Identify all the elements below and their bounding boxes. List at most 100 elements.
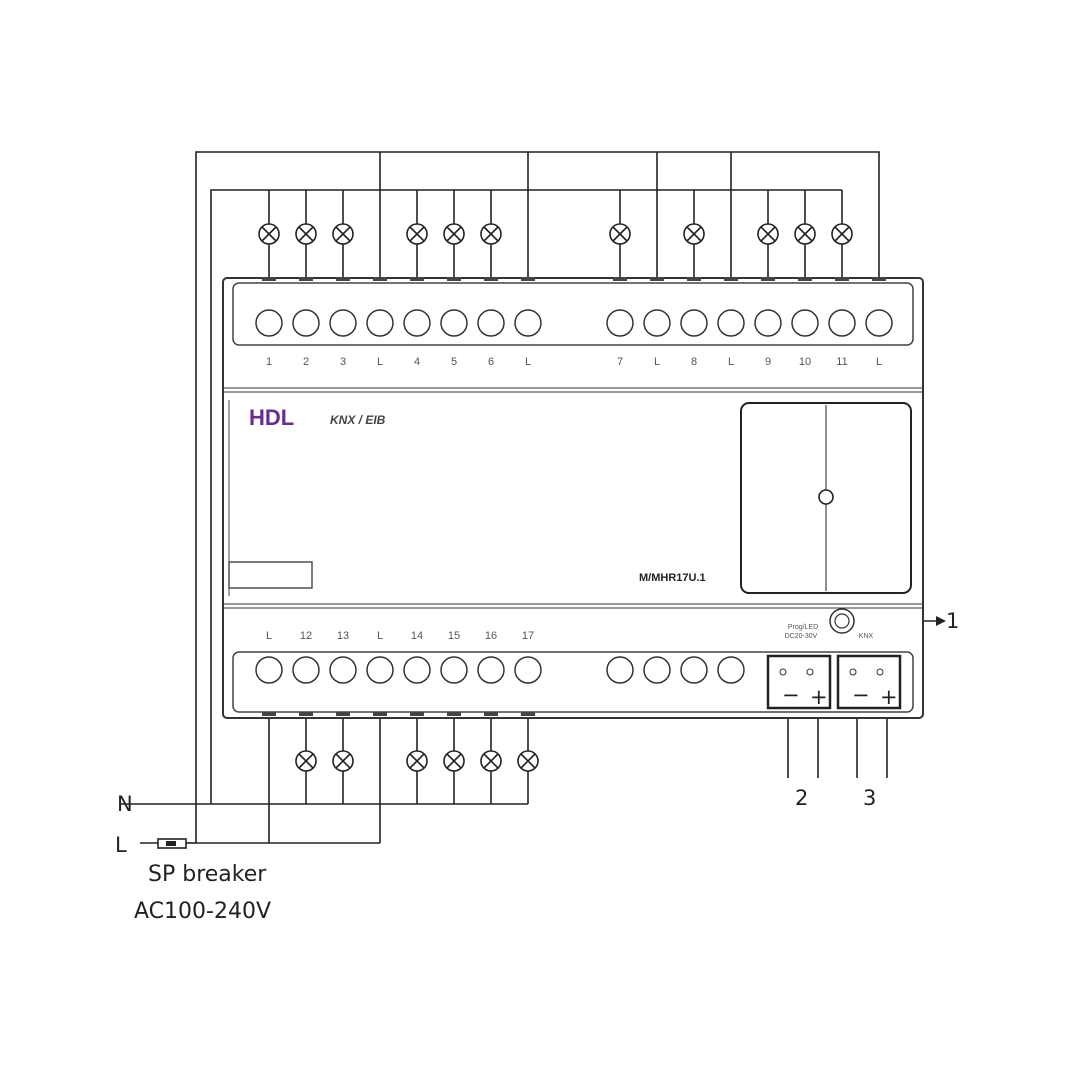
top-terminal-label: 9: [765, 356, 771, 368]
top-terminal-screw: [440, 309, 468, 337]
lamp-cross: [409, 753, 425, 769]
unused-terminal-screw: [643, 656, 671, 684]
top-terminal-slot: [613, 277, 627, 281]
top-terminal-slot: [650, 277, 664, 281]
bottom-terminal-label: L: [266, 630, 272, 642]
manual-switch-panel: [740, 402, 912, 594]
lamp-icon: [258, 223, 280, 245]
lamp-icon: [295, 750, 317, 772]
knx-connector-pin: [849, 668, 857, 676]
breaker-label: SP breaker: [148, 862, 267, 887]
top-terminal-screw: [791, 309, 819, 337]
top-terminal-slot: [687, 277, 701, 281]
knx-connector: [836, 654, 902, 710]
brand-logo: HDL: [249, 405, 294, 430]
bottom-terminal-slot: [447, 712, 461, 716]
power-voltage-label: DC20-30V: [785, 633, 818, 640]
knx-logo: KNX / EIB: [330, 413, 386, 427]
unused-terminal-screw: [680, 656, 708, 684]
lamp-cross: [612, 226, 628, 242]
switch-pivot: [818, 489, 834, 505]
lamp-cross: [760, 226, 776, 242]
top-terminal-label: L: [377, 356, 383, 368]
callout-knx-bus: 3: [863, 786, 876, 810]
top-terminal-label: 8: [691, 356, 697, 368]
top-terminal-screw: [754, 309, 782, 337]
top-terminal-slot: [336, 277, 350, 281]
top-terminal-label: L: [876, 356, 882, 368]
line-label: L: [115, 833, 127, 857]
bottom-terminal-screw: [514, 656, 542, 684]
bottom-terminal-slot: [336, 712, 350, 716]
neutral-bus-top: [210, 189, 842, 804]
lamp-cross: [446, 753, 462, 769]
bottom-terminal-label: 12: [300, 630, 312, 642]
top-terminal-label: 7: [617, 356, 623, 368]
lamp-cross: [298, 753, 314, 769]
power-connector-pin: [806, 668, 814, 676]
top-terminal-slot: [410, 277, 424, 281]
lamp-icon: [332, 750, 354, 772]
top-terminal-label: 10: [799, 356, 811, 368]
bottom-terminal-slot: [410, 712, 424, 716]
top-terminal-slot: [798, 277, 812, 281]
top-terminal-screw: [477, 309, 505, 337]
top-terminal-label: L: [654, 356, 660, 368]
bottom-terminal-label: 16: [485, 630, 497, 642]
lamp-symbols: [258, 223, 853, 772]
top-terminal-screw: [514, 309, 542, 337]
breaker-contact: [166, 841, 176, 846]
top-terminal-frame: [232, 282, 914, 346]
prog-button-inner: [834, 613, 850, 629]
callout-prog-button: 1: [946, 609, 959, 633]
lamp-icon: [683, 223, 705, 245]
power-connector-plus: +: [810, 685, 828, 709]
relay-module: [222, 277, 924, 719]
bottom-terminal-label: L: [377, 630, 383, 642]
top-terminal-screw: [643, 309, 671, 337]
top-terminal-screw: [680, 309, 708, 337]
top-terminal-label: L: [525, 356, 531, 368]
lamp-cross: [797, 226, 813, 242]
lamp-icon: [480, 223, 502, 245]
lamp-cross: [834, 226, 850, 242]
voltage-label: AC100-240V: [134, 899, 271, 924]
lamp-icon: [295, 223, 317, 245]
lamp-icon: [794, 223, 816, 245]
lamp-cross: [409, 226, 425, 242]
top-terminal-screw: [292, 309, 320, 337]
lamp-cross: [335, 226, 351, 242]
top-terminal-slot: [724, 277, 738, 281]
lamp-cross: [686, 226, 702, 242]
lamp-icon: [757, 223, 779, 245]
top-terminal-slot: [872, 277, 886, 281]
lamp-icon: [406, 750, 428, 772]
bottom-terminal-label: 17: [522, 630, 534, 642]
bottom-terminal-slot: [484, 712, 498, 716]
top-terminal-screw: [865, 309, 893, 337]
bottom-terminal-frame: [232, 651, 914, 713]
lamp-icon: [831, 223, 853, 245]
top-terminal-slot: [373, 277, 387, 281]
lamp-icon: [332, 223, 354, 245]
knx-connector-minus: −: [852, 683, 870, 707]
top-terminal-label: L: [728, 356, 734, 368]
lamp-icon: [406, 223, 428, 245]
unused-terminal-screw: [717, 656, 745, 684]
lamp-cross: [483, 753, 499, 769]
bottom-terminal-screw: [329, 656, 357, 684]
bottom-terminal-label: 13: [337, 630, 349, 642]
top-terminal-screw: [366, 309, 394, 337]
terminal-blocks: [255, 277, 902, 716]
bottom-terminal-label: 14: [411, 630, 423, 642]
knx-connector-pin: [876, 668, 884, 676]
top-terminal-label: 2: [303, 356, 309, 368]
top-terminal-screw: [255, 309, 283, 337]
callout-arrow-1: [936, 616, 946, 626]
lamp-cross: [298, 226, 314, 242]
bottom-terminal-screw: [403, 656, 431, 684]
bottom-terminal-screw: [477, 656, 505, 684]
top-terminal-screw: [403, 309, 431, 337]
